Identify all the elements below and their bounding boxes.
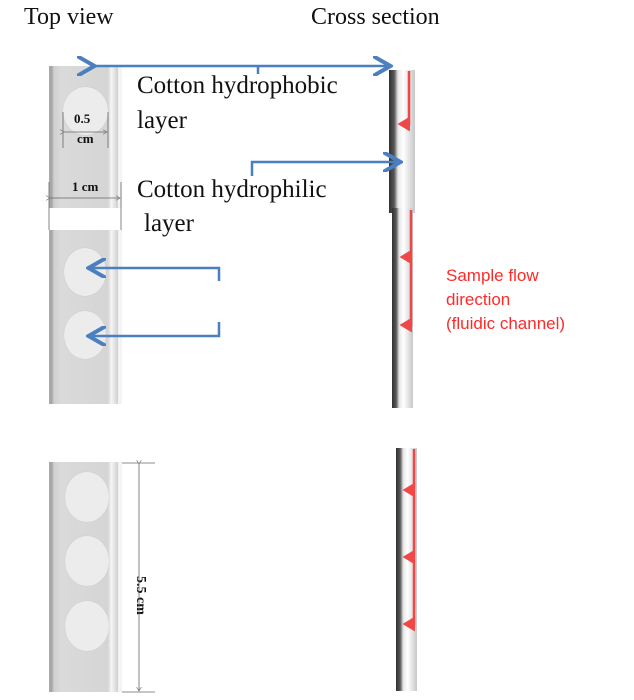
strip-width-label: 1 cm [72,179,99,194]
hydrophobic-label-line1: Cotton hydrophobic [137,72,338,99]
hydrophobic-disc-3b [65,536,109,586]
hydrophilic-pointer-arrow [250,162,398,176]
cross-section-1 [389,70,415,213]
flow-arrow-2 [399,210,413,333]
hydrophobic-disc-3a [65,472,109,522]
flow-arrow-1 [397,71,411,132]
flow-label-line1: Sample flow [446,266,539,285]
hydrophobic-pointer-arrow [92,66,388,74]
hydrophilic-label-line1: Cotton hydrophilic [137,176,327,203]
disc-diameter-unit: cm [77,131,94,146]
flow-arrow-3 [402,449,416,632]
hydrophobic-disc-3c [65,601,109,651]
hydrophilic-label-line2: layer [144,210,194,237]
strip-width-dimension [49,182,122,230]
disc-diameter-dimension [63,112,109,148]
cross-section-heading: Cross section [311,4,440,30]
hydrophobic-disc-1 [63,87,108,135]
top-view-heading: Top view [24,4,114,30]
flow-label-line2: direction [446,290,511,309]
flow-label-line3: (fluidic channel) [446,314,566,333]
disc-pointer-arrows [91,268,221,336]
hydrophobic-label-line2: layer [137,107,187,134]
disc-diameter-value: 0.5 [74,111,91,126]
strip-length-dimension [122,463,155,693]
